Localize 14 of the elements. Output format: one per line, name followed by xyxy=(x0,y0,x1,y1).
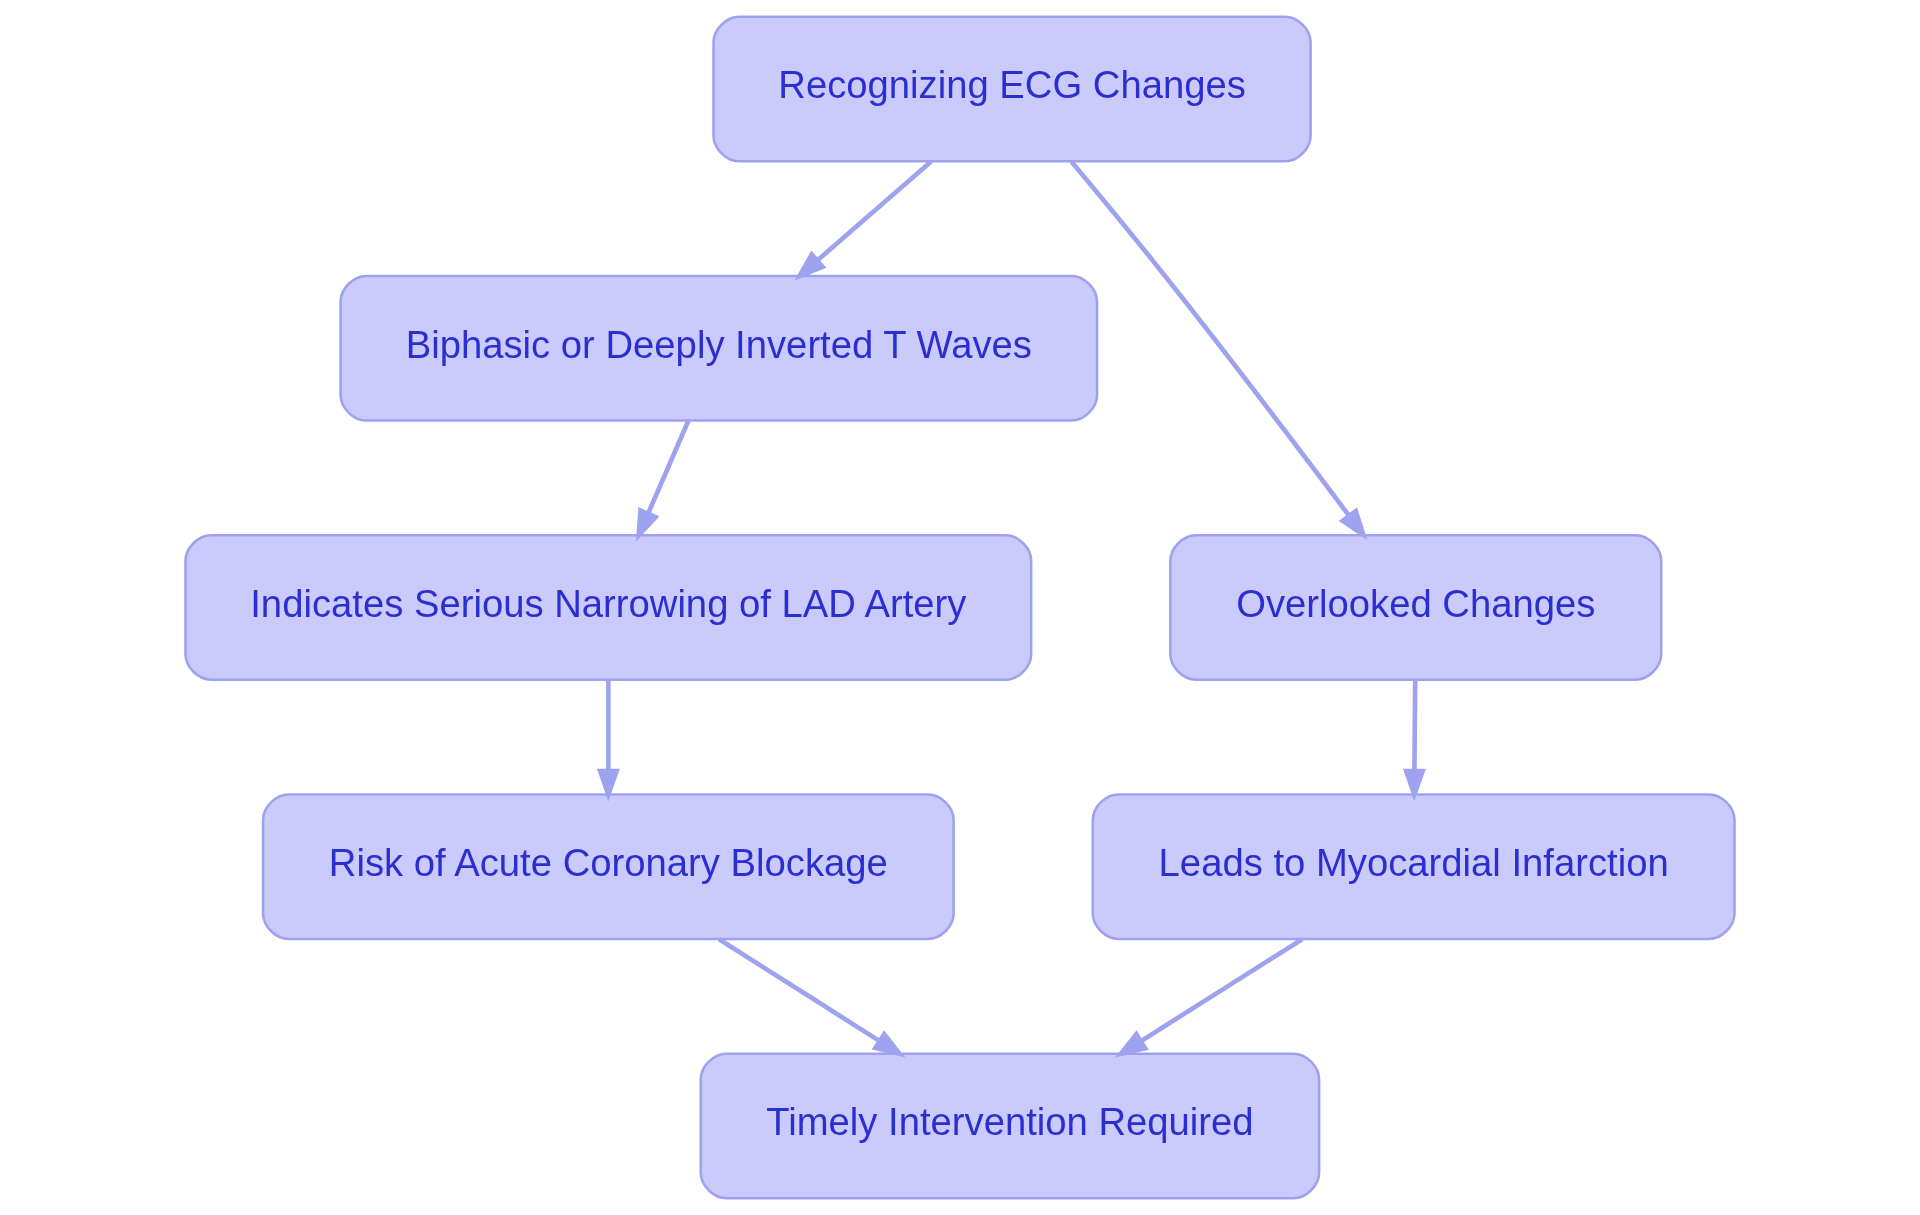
node-box: Biphasic or Deeply Inverted T Waves xyxy=(339,274,1099,422)
node-box: Risk of Acute Coronary Blockage xyxy=(261,793,955,941)
node-box: Indicates Serious Narrowing of LAD Artery xyxy=(184,534,1033,681)
arrow xyxy=(596,680,620,802)
arrow xyxy=(1115,937,1304,1058)
arrow xyxy=(1403,679,1426,802)
arrow xyxy=(794,159,933,281)
arrow xyxy=(1069,160,1368,541)
node-box: Overlooked Changes xyxy=(1169,534,1663,681)
node-box: Timely Intervention Required xyxy=(699,1052,1321,1200)
arrow xyxy=(717,937,906,1058)
arrow xyxy=(635,419,691,542)
node-box: Leads to Myocardial Infarction xyxy=(1091,793,1736,941)
node-box: Recognizing ECG Changes xyxy=(712,15,1312,163)
